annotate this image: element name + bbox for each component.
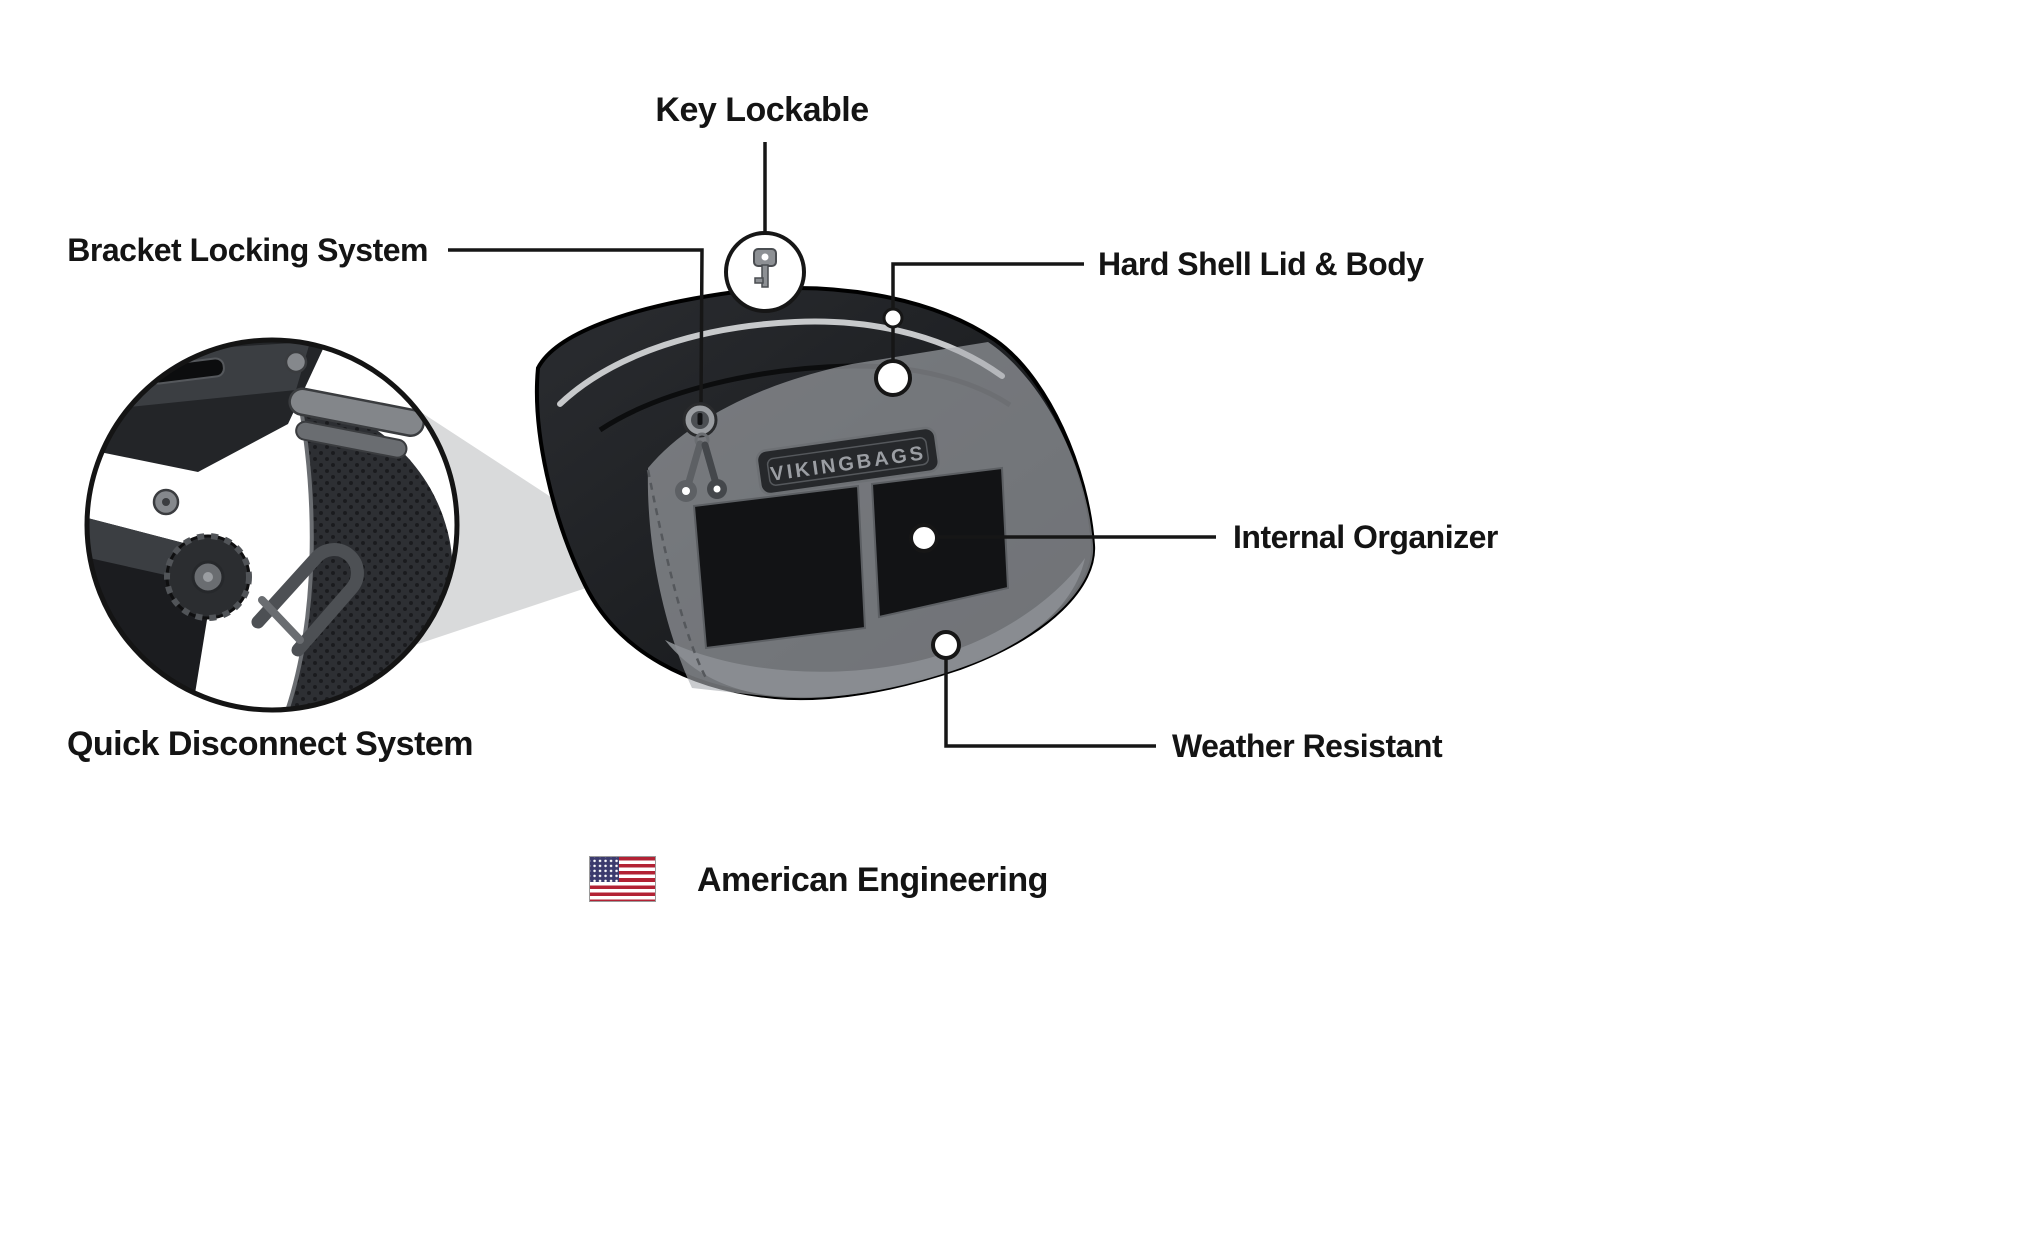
callout-dots [874,307,961,660]
label-american-engineering: American Engineering [697,861,1048,899]
saddlebag-illustration: VIKINGBAGS [534,286,1096,701]
organizer-pocket-right [870,466,1010,619]
label-hard-shell-lid-body: Hard Shell Lid & Body [1098,246,1424,282]
magnifier-wedge [400,405,655,650]
label-weather-resistant: Weather Resistant [1172,728,1443,764]
quick-disconnect-inset [84,337,460,713]
stitch-line [646,469,708,679]
key-icon [753,248,777,288]
organizer-pocket-left [692,484,867,650]
dot-weather-resistant [931,630,961,660]
key-lockable-badge [724,231,806,313]
keyhole-lock-icon [675,402,727,502]
us-flag-canton [590,857,619,882]
us-flag-icon [589,856,656,902]
leader-bracket-locking [448,248,704,403]
label-key-lockable: Key Lockable [655,91,869,129]
dot-hard-shell-small [882,307,904,329]
label-quick-disconnect-system: Quick Disconnect System [66,725,474,763]
dot-internal-organizer [909,523,939,553]
lid-seam-highlight [557,318,1005,407]
bottom-shell-band [665,558,1085,698]
dot-hard-shell [874,359,912,397]
label-bracket-locking-system: Bracket Locking System [67,232,428,268]
leader-weather-resistant [944,659,1156,748]
label-internal-organizer: Internal Organizer [1233,519,1498,555]
